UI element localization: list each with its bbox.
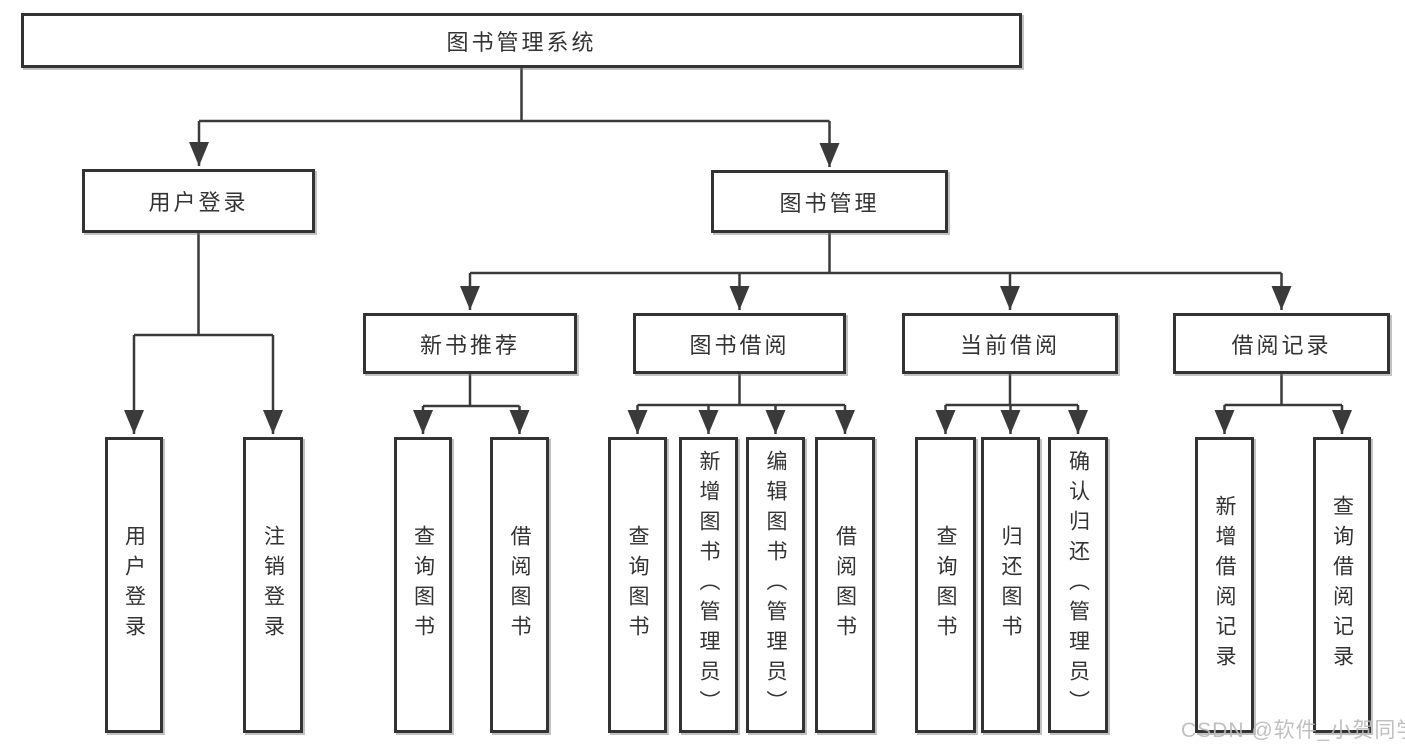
leaf-borrow-books-borrowing: 借阅图书 — [815, 437, 875, 733]
leaf-edit-books-admin-label: 编辑图书（管理员） — [764, 450, 787, 720]
node-book-borrowing: 图书借阅 — [633, 313, 846, 374]
node-book-borrowing-label: 图书借阅 — [689, 332, 790, 358]
node-current-borrowing: 当前借阅 — [902, 313, 1118, 374]
node-book-management-label: 图书管理 — [779, 190, 880, 216]
leaf-query-books-recommend: 查询图书 — [394, 437, 452, 733]
node-current-borrowing-label: 当前借阅 — [959, 332, 1060, 358]
leaf-borrow-books-recommend-label: 借阅图书 — [508, 525, 531, 645]
leaf-confirm-return-admin: 确认归还（管理员） — [1048, 437, 1108, 733]
leaf-query-books-borrowing-label: 查询图书 — [626, 525, 649, 645]
node-new-book-recommendation: 新书推荐 — [363, 313, 577, 374]
leaf-query-books-current: 查询图书 — [915, 437, 976, 733]
watermark: CSDN @软件_小贺同学 — [1181, 719, 1405, 742]
leaf-add-borrow-record-label: 新增借阅记录 — [1213, 495, 1236, 675]
node-new-book-recommendation-label: 新书推荐 — [419, 332, 520, 358]
node-user-login-label: 用户登录 — [148, 190, 249, 215]
leaf-return-books: 归还图书 — [981, 437, 1040, 733]
leaf-borrow-books-borrowing-label: 借阅图书 — [833, 525, 857, 645]
leaf-return-books-label: 归还图书 — [999, 525, 1022, 645]
leaf-query-books-borrowing: 查询图书 — [608, 437, 667, 733]
leaf-add-books-admin: 新增图书（管理员） — [679, 437, 738, 733]
node-borrowing-records: 借阅记录 — [1173, 313, 1390, 374]
leaf-add-borrow-record: 新增借阅记录 — [1195, 437, 1254, 733]
leaf-add-books-admin-label: 新增图书（管理员） — [697, 450, 720, 720]
node-borrowing-records-label: 借阅记录 — [1231, 332, 1332, 358]
leaf-query-books-recommend-label: 查询图书 — [411, 525, 435, 645]
leaf-logout: 注销登录 — [243, 437, 303, 733]
node-root-label: 图书管理系统 — [446, 29, 597, 55]
node-book-management: 图书管理 — [711, 170, 948, 233]
leaf-user-login: 用户登录 — [105, 437, 163, 733]
leaf-borrow-books-recommend: 借阅图书 — [490, 437, 549, 733]
leaf-edit-books-admin: 编辑图书（管理员） — [746, 437, 805, 733]
leaf-query-borrow-record: 查询借阅记录 — [1313, 437, 1371, 733]
node-root: 图书管理系统 — [21, 13, 1022, 68]
leaf-user-login-label: 用户登录 — [122, 525, 146, 645]
leaf-query-borrow-record-label: 查询借阅记录 — [1330, 495, 1354, 675]
node-user-login: 用户登录 — [82, 169, 315, 233]
leaf-confirm-return-admin-label: 确认归还（管理员） — [1066, 450, 1090, 720]
leaf-query-books-current-label: 查询图书 — [934, 525, 957, 645]
leaf-logout-label: 注销登录 — [261, 525, 285, 645]
